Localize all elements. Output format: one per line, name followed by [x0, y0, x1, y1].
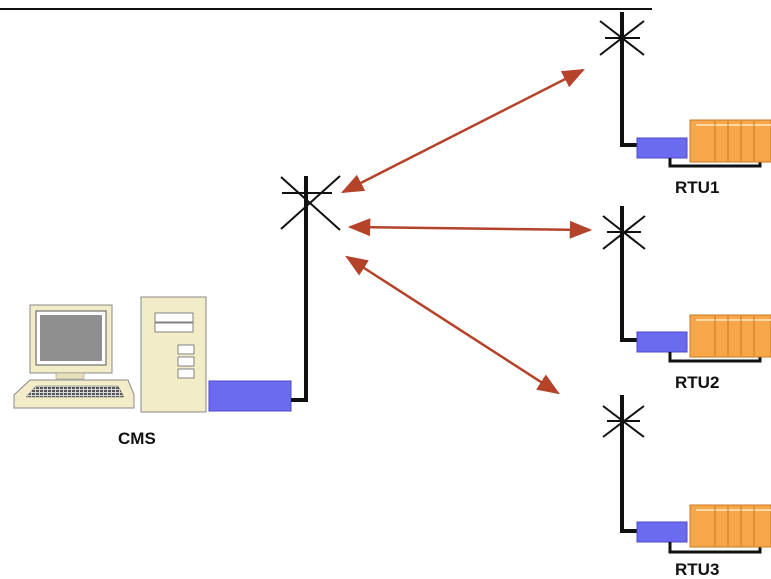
rtu-rack-icon	[689, 504, 771, 548]
tower-case-icon	[140, 296, 207, 413]
radio-links	[340, 68, 593, 395]
central-station: CMS	[13, 175, 341, 448]
mast	[620, 395, 637, 533]
rtu2-label: RTU2	[675, 373, 719, 392]
rtu1-label: RTU1	[675, 178, 719, 197]
mast	[620, 12, 637, 147]
radio-modem-icon	[208, 380, 292, 412]
link-arrow-rtu1	[340, 68, 586, 194]
antenna-icon	[602, 215, 646, 250]
radio-modem-icon	[636, 331, 688, 353]
antenna-icon	[602, 405, 645, 438]
antenna-icon	[280, 175, 341, 231]
mast	[291, 176, 308, 402]
rtu3-label: RTU3	[675, 560, 719, 579]
link-arrow-rtu3	[345, 255, 560, 395]
link-arrow-rtu2	[347, 218, 593, 239]
computer-icon	[13, 304, 135, 409]
radio-modem-icon	[636, 521, 688, 543]
remote-unit-2: RTU2	[602, 206, 771, 392]
remote-unit-1: RTU1	[599, 12, 771, 197]
rtu-rack-icon	[689, 314, 771, 358]
remote-unit-3: RTU3	[602, 395, 771, 579]
rtu-cable	[668, 352, 762, 363]
rtu-cable	[668, 158, 762, 168]
antenna-icon	[599, 20, 645, 56]
rtu-rack-icon	[689, 119, 771, 163]
rtu-cable	[668, 542, 762, 554]
cms-label: CMS	[118, 429, 156, 448]
radio-modem-icon	[636, 137, 688, 159]
mast	[620, 206, 637, 342]
